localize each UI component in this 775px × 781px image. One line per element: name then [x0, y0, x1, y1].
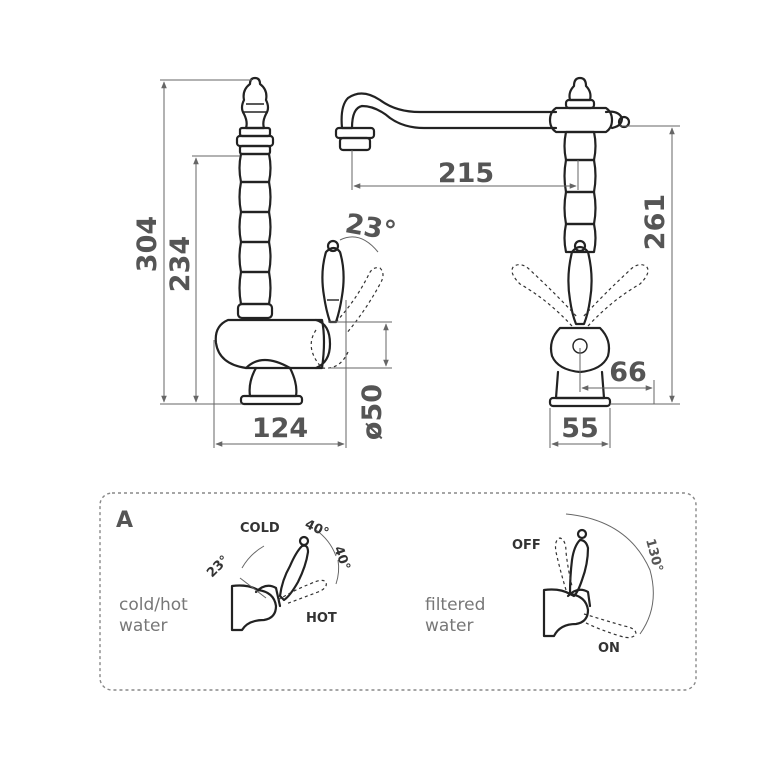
off-label: OFF	[512, 538, 541, 553]
lever-handle	[321, 246, 345, 324]
spout	[340, 92, 558, 130]
finial-knob	[240, 76, 270, 130]
dimension-55: 55	[561, 413, 599, 444]
filtered-caption-line2: water	[425, 616, 473, 636]
angle-130-label: 130°	[642, 537, 665, 573]
dimension-215: 215	[438, 158, 494, 189]
dimension-234: 234	[165, 236, 196, 292]
on-label: ON	[598, 641, 620, 656]
dimension-261: 261	[640, 194, 671, 250]
panel-letter: A	[116, 508, 133, 533]
faucet-front-view	[334, 76, 649, 408]
cold-hot-detail	[230, 529, 340, 632]
dimension-66: 66	[609, 357, 647, 388]
cold-hot-caption-line2: water	[119, 616, 167, 636]
faucet-side-view	[214, 76, 384, 406]
dimension-angle-23: 23°	[343, 208, 399, 247]
column	[236, 152, 274, 320]
dimension-124: 124	[252, 413, 308, 444]
dimension-304: 304	[132, 216, 163, 272]
front-lever-handle	[567, 245, 593, 326]
hot-label: HOT	[306, 611, 337, 626]
angle-23-label: 23°	[204, 553, 232, 581]
filtered-water-detail	[542, 513, 654, 639]
right-dimension-lines	[351, 125, 680, 448]
dimension-diameter-50: ø50	[357, 384, 388, 440]
detail-panel-frame	[99, 492, 697, 691]
left-dimension-lines	[160, 79, 392, 448]
cold-hot-caption-line1: cold/hot	[119, 595, 188, 615]
angle-40b-label: 40°	[330, 544, 353, 572]
filtered-caption-line1: filtered	[425, 595, 485, 615]
cold-label: COLD	[240, 521, 280, 536]
